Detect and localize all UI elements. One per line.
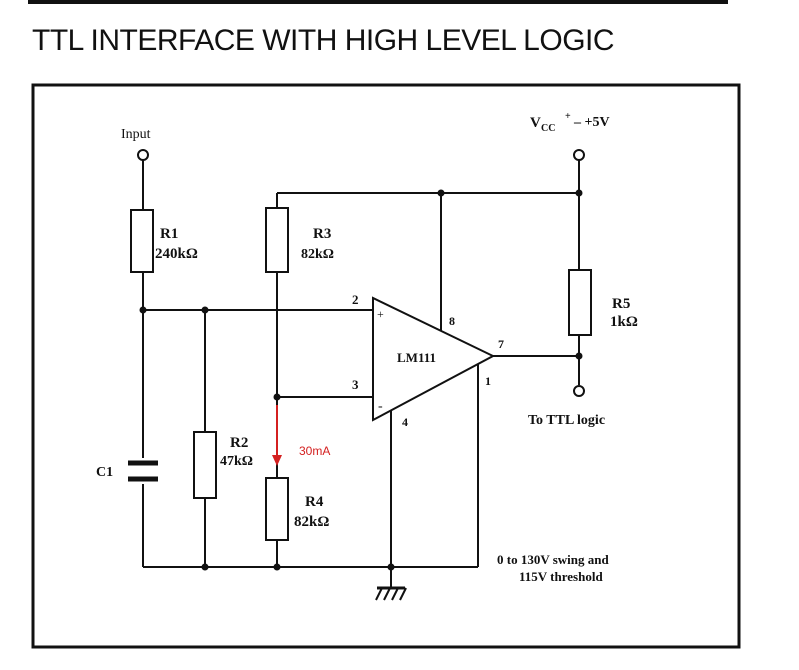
current-annotation: 30mA xyxy=(299,444,330,458)
output-terminal xyxy=(573,385,585,397)
minus-input-mark: - xyxy=(378,399,383,414)
r5-value: 1kΩ xyxy=(610,314,638,330)
r4-name: R4 xyxy=(305,494,324,510)
diagram-frame xyxy=(31,83,741,649)
r3-name: R3 xyxy=(313,226,331,242)
r4-value: 82kΩ xyxy=(294,514,329,530)
resistor-r3 xyxy=(265,207,289,273)
plus-input-mark: + xyxy=(377,307,384,321)
pin-3-label: 3 xyxy=(352,377,359,392)
resistor-r4 xyxy=(265,477,289,541)
r2-value: 47kΩ xyxy=(220,454,253,469)
resistor-r2 xyxy=(193,431,217,499)
pin-7-label: 7 xyxy=(498,337,504,351)
vcc-label-sub: CC xyxy=(541,123,555,134)
pin-4-label: 4 xyxy=(402,415,408,429)
vcc-label-sup: + xyxy=(565,111,571,122)
pin-8-label: 8 xyxy=(449,314,455,328)
r3-value: 82kΩ xyxy=(301,247,334,262)
note-line-1: 0 to 130V swing and xyxy=(497,552,610,567)
r1-name: R1 xyxy=(160,226,178,242)
input-branch xyxy=(137,149,149,567)
input-label: Input xyxy=(121,127,151,142)
pin-2-label: 2 xyxy=(352,292,359,307)
c1-label: C1 xyxy=(96,465,113,480)
resistor-r5 xyxy=(568,269,592,336)
top-rule xyxy=(28,0,728,4)
note-line-2: 115V threshold xyxy=(519,569,603,584)
junction-dots xyxy=(139,189,583,571)
current-arrow xyxy=(272,405,282,466)
ground-symbol xyxy=(375,586,407,601)
vcc-value: – +5V xyxy=(573,115,610,130)
vcc-terminal xyxy=(573,149,585,161)
pin-1-label: 1 xyxy=(485,374,491,388)
resistor-r1 xyxy=(130,209,154,273)
r5-name: R5 xyxy=(612,296,630,312)
r1-value: 240kΩ xyxy=(155,246,198,262)
page-title: TTL INTERFACE WITH HIGH LEVEL LOGIC xyxy=(32,24,615,57)
r2-name: R2 xyxy=(230,435,248,451)
vcc-label-main: V xyxy=(530,115,541,131)
capacitor-c1 xyxy=(128,460,158,482)
opamp-label: LM111 xyxy=(397,350,436,365)
opamp-lm111 xyxy=(372,296,496,422)
output-label: To TTL logic xyxy=(528,413,605,428)
